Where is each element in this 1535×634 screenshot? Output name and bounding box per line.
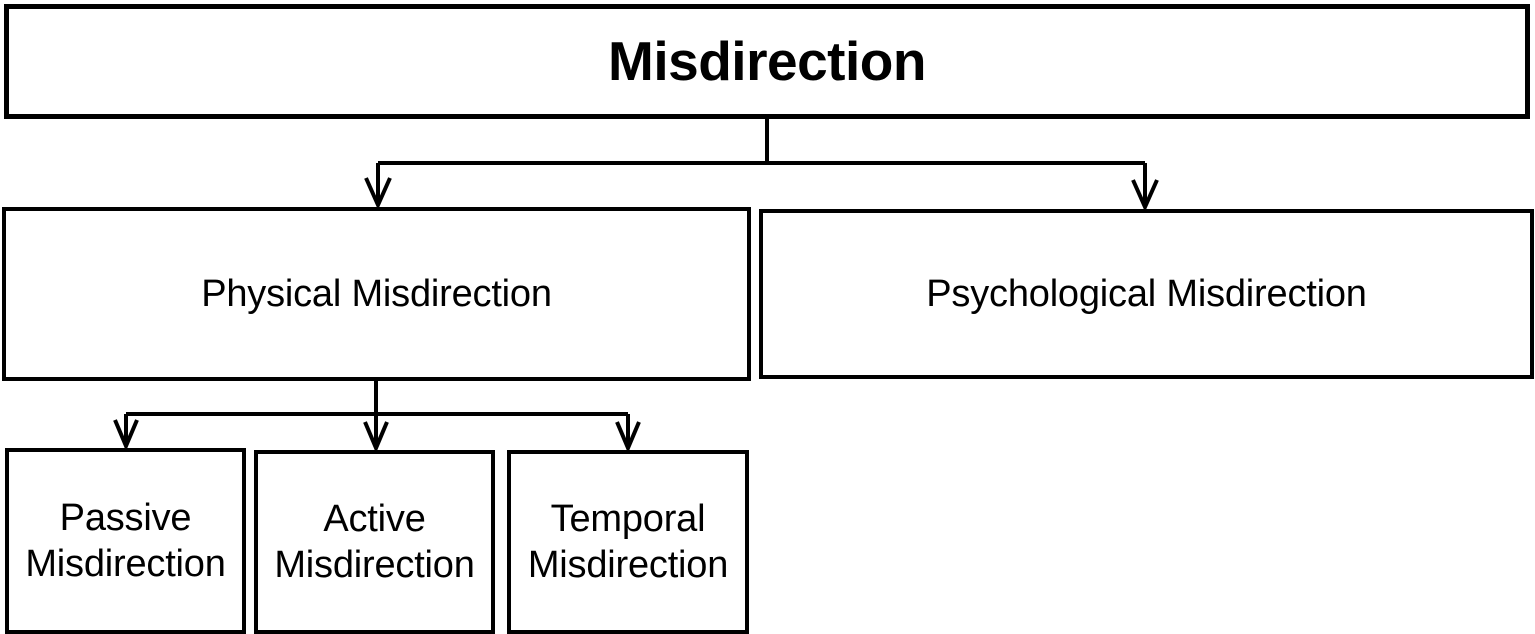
- arrowhead-to-passive: [113, 419, 139, 452]
- node-psychological-misdirection[interactable]: Psychological Misdirection: [759, 209, 1534, 379]
- node-active-misdirection[interactable]: Active Misdirection: [254, 450, 495, 634]
- node-physical-misdirection[interactable]: Physical Misdirection: [2, 207, 751, 381]
- arrowhead-to-psychological: [1131, 179, 1159, 212]
- node-label-psychological-misdirection: Psychological Misdirection: [926, 272, 1367, 315]
- arrowhead-to-physical: [364, 177, 392, 210]
- node-misdirection-root[interactable]: Misdirection: [4, 4, 1530, 119]
- node-label-passive-misdirection: Passive Misdirection: [25, 496, 226, 585]
- node-label-misdirection-root: Misdirection: [608, 30, 926, 93]
- node-label-active-misdirection: Active Misdirection: [274, 497, 475, 586]
- node-label-temporal-misdirection: Temporal Misdirection: [527, 497, 729, 586]
- node-temporal-misdirection[interactable]: Temporal Misdirection: [507, 450, 749, 634]
- node-passive-misdirection[interactable]: Passive Misdirection: [5, 448, 246, 634]
- arrowhead-to-active: [363, 421, 389, 454]
- arrowhead-to-temporal: [615, 421, 641, 454]
- node-label-physical-misdirection: Physical Misdirection: [201, 272, 552, 315]
